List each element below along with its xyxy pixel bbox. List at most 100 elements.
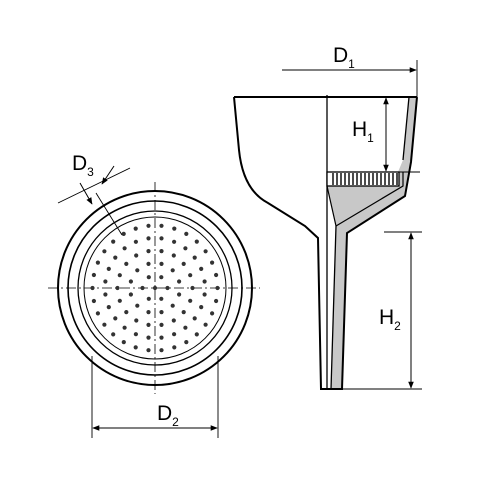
plate-hole (170, 303, 175, 308)
d3-label: D3 (72, 152, 94, 179)
plate-hole (146, 296, 151, 301)
plate-hole (133, 332, 138, 337)
glass-wall-section (327, 95, 417, 389)
plate-hole (177, 292, 182, 297)
plate-hole (146, 322, 151, 327)
plate-hole (133, 345, 138, 350)
plate-hole (122, 246, 127, 251)
plate-hole (124, 310, 129, 315)
plate-hole (90, 285, 95, 291)
plate-hole (188, 298, 193, 303)
d3-extension-line (57, 167, 131, 204)
plate-hole (102, 249, 107, 254)
plate-hole (188, 273, 193, 278)
plate-hole (171, 253, 176, 258)
plate-hole (146, 310, 151, 315)
plate-hole (172, 226, 177, 231)
plate-hole (146, 275, 151, 280)
plate-hole (122, 325, 127, 330)
stem-inner-line (330, 225, 337, 390)
plate-hole (159, 275, 164, 280)
plate-hole (159, 261, 164, 266)
plate-hole (159, 335, 164, 340)
perforated-plate (90, 223, 220, 353)
plate-hole (146, 249, 151, 254)
top-view: D3 D2 (48, 152, 260, 438)
cone-inner-line (326, 185, 337, 227)
plate-hole (190, 285, 195, 291)
d1-label: D1 (333, 44, 355, 71)
plate-hole (192, 316, 197, 321)
plate-hole (95, 260, 100, 265)
plate-hole (91, 272, 96, 278)
plate-hole (159, 223, 164, 228)
plate-hole (177, 279, 182, 284)
plate-hole (183, 246, 188, 251)
plate-hole (172, 332, 177, 337)
plate-hole (184, 340, 189, 345)
plate-hole (91, 298, 96, 304)
plate-hole (215, 285, 220, 291)
plate-hole (159, 322, 164, 327)
plate-hole (113, 255, 118, 260)
d2-label: D2 (157, 402, 179, 429)
plate-hole (214, 298, 219, 304)
plate-hole (106, 266, 111, 271)
plate-hole (159, 249, 164, 254)
plate-hole (124, 261, 129, 266)
plate-hole (171, 318, 176, 323)
plate-hole (192, 255, 197, 260)
plate-hole (202, 292, 207, 297)
plate-hole (113, 316, 118, 321)
plate-hole (128, 292, 133, 297)
d3-leader-line (95, 192, 123, 236)
plate-hole (146, 261, 151, 266)
inner-wall-line (402, 96, 410, 161)
plate-hole (165, 285, 170, 291)
plate-hole (194, 332, 199, 337)
plate-hole (135, 303, 140, 308)
plate-hole (103, 279, 108, 284)
plate-hole (95, 311, 100, 316)
plate-hole (194, 239, 199, 244)
d3-arrow-b (101, 165, 115, 185)
plate-hole (172, 239, 177, 244)
plate-hole (199, 266, 204, 271)
plate-hole (111, 239, 116, 244)
plate-hole (159, 236, 164, 241)
plate-hole (210, 311, 215, 316)
side-view: D1 H1 H2 (233, 44, 422, 390)
cone-wall-line (335, 172, 404, 227)
plate-hole (159, 348, 164, 353)
plate-hole (117, 273, 122, 278)
plate-hole (146, 236, 151, 241)
plate-hole (103, 292, 108, 297)
plate-hole (181, 310, 186, 315)
plate-hole (115, 285, 120, 291)
plate-hole (146, 348, 151, 353)
plate-hole (134, 318, 139, 323)
plate-hole (170, 268, 175, 273)
plate-hole (210, 260, 215, 265)
plate-hole (199, 305, 204, 310)
plate-hole (146, 335, 151, 340)
plate-hole (203, 249, 208, 254)
h1-label: H1 (352, 118, 374, 145)
plate-hole (133, 239, 138, 244)
plate-hole (140, 285, 145, 291)
plate-hole (117, 298, 122, 303)
plate-hole (152, 285, 158, 291)
plate-hole (181, 261, 186, 266)
plate-hole (133, 226, 138, 231)
plate-hole (214, 272, 219, 278)
plate-hole (184, 231, 189, 236)
plate-hole (106, 305, 111, 310)
plate-hole (128, 279, 133, 284)
plate-hole (121, 231, 126, 236)
plate-hole (159, 296, 164, 301)
plate-hole (134, 253, 139, 258)
funnel-outer-outline (233, 96, 418, 390)
plate-hole (203, 322, 208, 327)
plate-hole (172, 345, 177, 350)
